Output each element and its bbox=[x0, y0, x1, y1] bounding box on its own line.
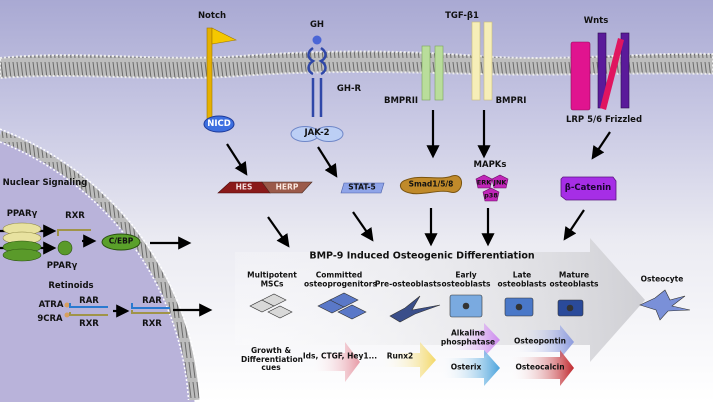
stat5-label: STAT-5 bbox=[348, 182, 376, 192]
ppar-top-label: PPARγ bbox=[6, 209, 38, 220]
nuclear-signaling-title: Nuclear Signaling bbox=[2, 178, 88, 189]
cebp-shape bbox=[101, 233, 141, 251]
p38-label: p38 bbox=[484, 191, 498, 200]
herp-shape bbox=[261, 181, 313, 194]
bmprii-label: BMPRII bbox=[383, 96, 419, 107]
growth-cues-label: Growth & Differentiation cues bbox=[241, 346, 303, 373]
rar2-label: RAR bbox=[142, 296, 162, 307]
smad-shape bbox=[400, 175, 462, 195]
gh-label: GH bbox=[309, 20, 325, 31]
lrp-frizzled-label: LRP 5/6 Frizzled bbox=[565, 115, 643, 126]
nicd-label: NICD bbox=[207, 119, 231, 130]
stage-mature-osteoblasts: Mature osteoblasts bbox=[549, 270, 599, 288]
cell-icons bbox=[249, 289, 691, 323]
beta-catenin-label: β-Catenin bbox=[564, 183, 612, 194]
signal-arrows bbox=[0, 110, 611, 318]
atra-label: ATRA bbox=[38, 300, 64, 311]
retinoids-label: Retinoids bbox=[48, 281, 94, 292]
stage-committed-osteoprogenitors: Committed osteoprogenitors bbox=[304, 270, 377, 288]
smad-label: Smad1/5/8 bbox=[408, 179, 454, 189]
notch-label: Notch bbox=[197, 11, 227, 22]
cebp-label: C/EBP bbox=[108, 236, 134, 246]
stage-early-osteoblasts: Early osteoblasts bbox=[441, 270, 491, 288]
stage-late-osteoblasts: Late osteoblasts bbox=[497, 270, 547, 288]
hes-label: HES bbox=[235, 182, 253, 192]
stat5-shape bbox=[340, 182, 385, 194]
beta-catenin-shape bbox=[560, 176, 617, 201]
erk-label: ERK bbox=[476, 178, 492, 187]
differentiation-title: BMP-9 Induced Osteogenic Differentiation bbox=[309, 250, 535, 262]
9cra-label: 9CRA bbox=[37, 314, 63, 325]
bmpri-label: BMPRI bbox=[495, 96, 527, 107]
rxr-top-label: RXR bbox=[65, 211, 85, 222]
jak2-label: JAK-2 bbox=[304, 128, 330, 139]
cue-runx2: Runx2 bbox=[386, 351, 414, 361]
cue-osteocalcin: Osteocalcin bbox=[515, 362, 565, 372]
nicd-shape bbox=[203, 115, 235, 133]
tgfb1-label: TGF-β1 bbox=[445, 11, 479, 22]
ghr-label: GH-R bbox=[336, 84, 362, 95]
rxr1-label: RXR bbox=[79, 319, 99, 330]
cue-alkaline-phosphatase: Alkaline phosphatase bbox=[440, 328, 496, 346]
cue-osteopontin: Osteopontin bbox=[513, 336, 567, 346]
stage-multipotent-mscs: Multipotent MSCs bbox=[247, 270, 297, 288]
wnts-label: Wnts bbox=[583, 16, 609, 27]
rxr2-label: RXR bbox=[142, 319, 162, 330]
nucleus bbox=[0, 135, 195, 402]
cue-osterix: Osterix bbox=[450, 362, 482, 372]
cell-membrane bbox=[0, 50, 713, 80]
cue-ids-ctgf-hey1: Ids, CTGF, Hey1... bbox=[302, 351, 378, 361]
jnk-label: JNK bbox=[493, 178, 507, 187]
rar1-label: RAR bbox=[79, 296, 99, 307]
herp-label: HERP bbox=[275, 182, 299, 192]
stage-pre-osteoblasts: Pre-osteoblasts bbox=[374, 279, 442, 289]
ppar-bottom-label: PPARγ bbox=[46, 261, 78, 272]
stage-osteocyte: Osteocyte bbox=[640, 274, 684, 284]
mapks-label: MAPKs bbox=[473, 160, 507, 171]
